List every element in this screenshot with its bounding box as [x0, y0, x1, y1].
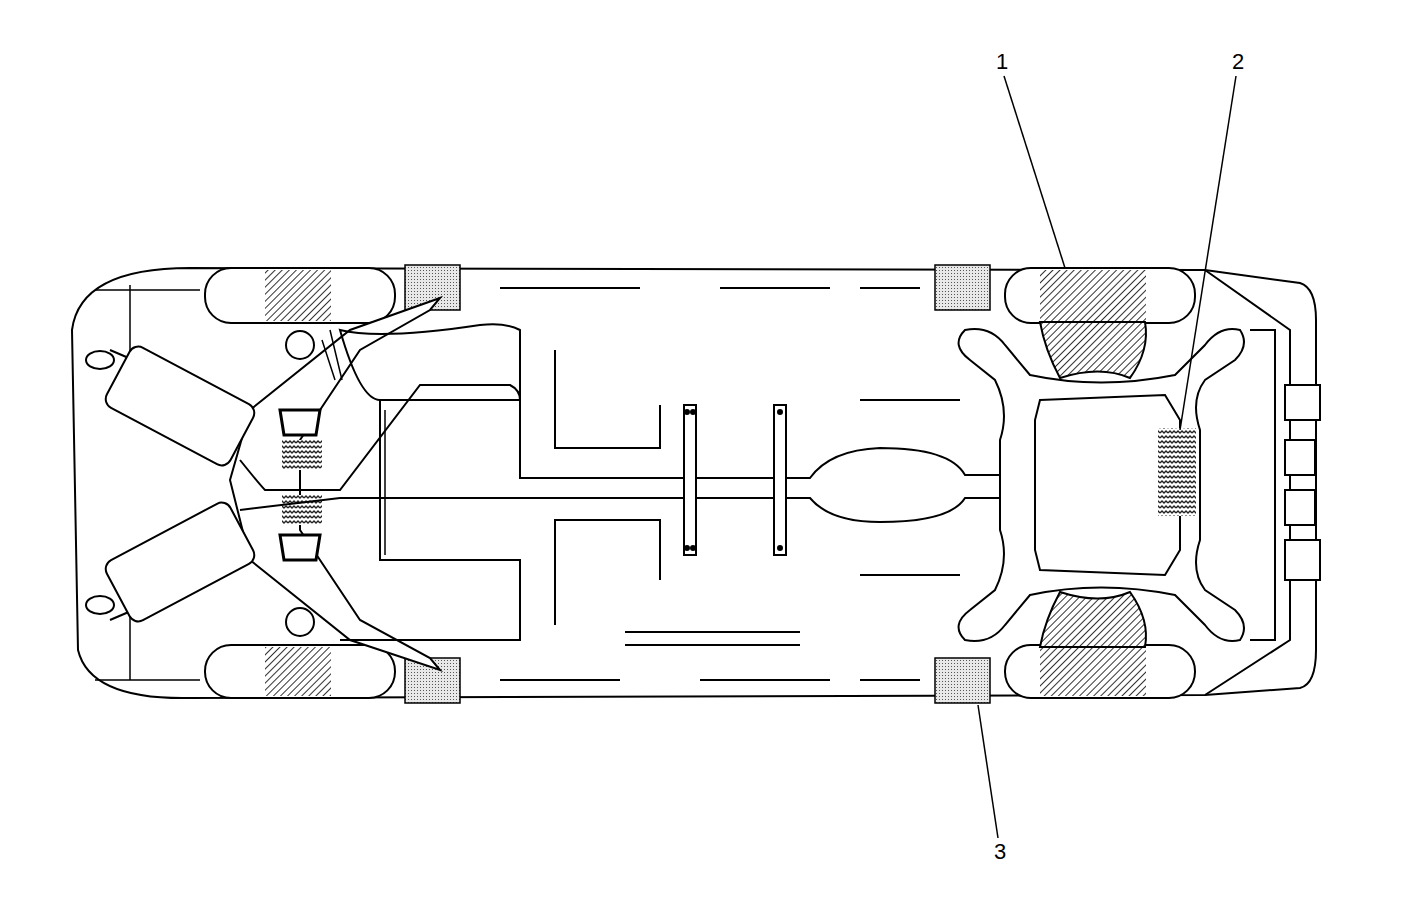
rear-frame — [110, 298, 520, 670]
callout-anchor: 1 — [995, 51, 1009, 73]
rails — [500, 288, 920, 680]
front-cradle — [959, 322, 1320, 647]
callout-anchor: 2 — [1231, 51, 1245, 73]
leader-lines — [978, 76, 1236, 838]
callout-number: 2 — [1231, 51, 1245, 73]
callout-number: 3 — [993, 841, 1007, 863]
callout-number: 1 — [995, 51, 1009, 73]
lift-points — [405, 265, 990, 703]
callout-anchor: 3 — [993, 841, 1007, 863]
body-outline — [72, 268, 1316, 698]
exhaust — [86, 343, 1030, 625]
